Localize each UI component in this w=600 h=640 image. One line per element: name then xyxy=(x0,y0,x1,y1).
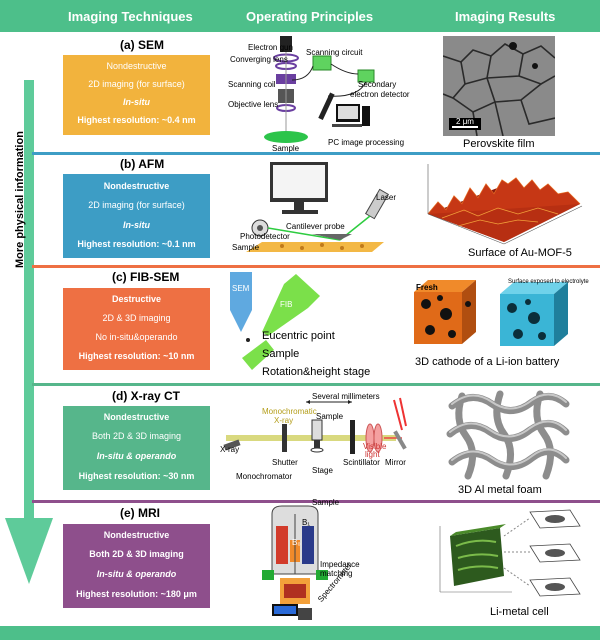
xct-label-scintillator: Scintillator xyxy=(343,458,380,467)
sem-label-scanning-circuit: Scanning circuit xyxy=(306,48,363,57)
fib-label-surface-exposed: Surface exposed to electrolyte xyxy=(508,279,589,285)
perovskite-micrograph: 2 μm xyxy=(443,36,555,136)
afm-line-3: In-situ xyxy=(123,220,150,230)
sem-label-sample: Sample xyxy=(272,144,300,153)
fib-label-fib: FIB xyxy=(280,300,293,309)
xct-label-shutter: Shutter xyxy=(272,458,298,467)
afm-label-sample: Sample xyxy=(232,243,260,252)
mri-line-2: Both 2D & 3D imaging xyxy=(89,549,184,559)
mri-info-box: Nondestructive Both 2D & 3D imaging In-s… xyxy=(63,524,210,608)
sem-schematic xyxy=(264,36,375,143)
section-title-xct: (d) X-ray CT xyxy=(112,389,181,403)
divider-mri xyxy=(32,500,600,503)
xct-label-xray-beam: X-ray xyxy=(274,416,294,425)
sem-label-electron-gun: Electron gun xyxy=(248,43,293,52)
fib-schematic xyxy=(230,272,320,370)
afm-line-1: Nondestructive xyxy=(103,181,170,191)
sem-label-electron-detector: electron detector xyxy=(350,90,410,99)
afm-caption: Surface of Au-MOF-5 xyxy=(468,247,572,259)
sem-label-converging-lens: Converging lens xyxy=(230,55,288,64)
afm-line-4: Highest resolution: ~0.1 nm xyxy=(77,239,196,249)
header-operating-principles: Operating Principles xyxy=(246,9,374,24)
xct-line-2: Both 2D & 3D imaging xyxy=(91,431,182,441)
fib-fresh-cube xyxy=(414,280,476,344)
footer-bar xyxy=(0,626,600,640)
mri-caption: Li-metal cell xyxy=(490,606,549,618)
divider-xct xyxy=(32,383,600,386)
xct-label-monochromatic: Monochromatic xyxy=(262,407,317,416)
sem-caption: Perovskite film xyxy=(463,138,535,150)
mri-line-3: In-situ & operando xyxy=(96,569,177,579)
sem-line-4: Highest resolution: ~0.4 nm xyxy=(77,115,196,125)
mri-label-b0: B₀ xyxy=(292,538,301,547)
fib-label-rotation-height-stage: Rotation&height stage xyxy=(262,366,371,378)
section-title-afm: (b) AFM xyxy=(120,157,165,171)
sem-label-objective-lens: Objective lens xyxy=(228,100,279,109)
xct-label-several-millimeters: Several millimeters xyxy=(312,392,380,401)
divider-afm xyxy=(32,152,600,155)
li-metal-cell-image xyxy=(439,509,581,597)
sem-scale-bar-label: 2 μm xyxy=(456,117,474,126)
sem-info-box: Nondestructive 2D imaging (for surface) … xyxy=(63,55,210,135)
fib-label-sem: SEM xyxy=(232,284,250,293)
sem-label-secondary: Secondary xyxy=(358,80,397,89)
section-title-fib: (c) FIB-SEM xyxy=(112,270,180,284)
afm-schematic xyxy=(246,162,390,252)
fib-caption: 3D cathode of a Li-ion battery xyxy=(415,356,560,368)
sem-label-pc-image-processing: PC image processing xyxy=(328,138,405,147)
side-label-more-physical-information: More physical information xyxy=(14,131,26,268)
al-foam-image xyxy=(446,390,570,480)
afm-label-photodetector: Photodetector xyxy=(240,232,290,241)
sem-label-scanning-coil: Scanning coil xyxy=(228,80,276,89)
fib-exposed-cube xyxy=(500,282,568,346)
fib-line-3: No in-situ&operando xyxy=(95,332,178,342)
xct-info-box: Nondestructive Both 2D & 3D imaging In-s… xyxy=(63,406,210,490)
fib-line-2: 2D & 3D imaging xyxy=(102,313,171,323)
afm-label-cantilever-probe: Cantilever probe xyxy=(286,222,345,231)
header-imaging-techniques: Imaging Techniques xyxy=(68,9,193,24)
xct-label-visible: Visible xyxy=(363,442,387,451)
xct-label-mirror: Mirror xyxy=(385,458,406,467)
afm-label-laser: Laser xyxy=(376,193,397,202)
mri-line-1: Nondestructive xyxy=(103,530,170,540)
fib-info-box: Destructive 2D & 3D imaging No in-situ&o… xyxy=(63,288,210,370)
afm-info-box: Nondestructive 2D imaging (for surface) … xyxy=(63,174,210,258)
divider-fib xyxy=(32,265,600,268)
header-bar: Imaging Techniques Operating Principles … xyxy=(0,0,600,32)
section-title-sem: (a) SEM xyxy=(120,38,165,52)
fib-line-4: Highest resolution: ~10 nm xyxy=(78,351,195,361)
sem-line-3: In-situ xyxy=(123,97,150,107)
fib-label-eucentric-point: Eucentric point xyxy=(262,330,335,342)
mri-label-impedance: Impedance xyxy=(320,560,360,569)
section-title-mri: (e) MRI xyxy=(120,506,160,520)
xct-label-monochromator: Monochromator xyxy=(236,472,293,481)
xct-line-4: Highest resolution: ~30 nm xyxy=(78,471,195,481)
xct-schematic xyxy=(223,397,407,454)
xct-label-light: light xyxy=(365,450,380,459)
xct-line-3: In-situ & operando xyxy=(96,451,177,461)
mri-label-sample: Sample xyxy=(312,498,340,507)
fib-label-fresh: Fresh xyxy=(416,283,438,292)
fib-label-sample: Sample xyxy=(262,348,300,360)
afm-surface-plot xyxy=(427,164,583,245)
xct-label-stage: Stage xyxy=(312,466,333,475)
down-arrow-icon xyxy=(5,80,53,584)
xct-caption: 3D Al metal foam xyxy=(458,484,542,496)
afm-line-2: 2D imaging (for surface) xyxy=(88,200,185,210)
sem-line-2: 2D imaging (for surface) xyxy=(88,79,185,89)
mri-label-matching: matching xyxy=(320,569,353,578)
fib-line-1: Destructive xyxy=(111,294,162,304)
sem-line-1: Nondestructive xyxy=(106,61,167,71)
mri-label-b1: B₁ xyxy=(302,518,311,527)
mri-schematic xyxy=(262,505,328,620)
mri-line-4: Highest resolution: ~180 μm xyxy=(76,589,197,599)
xct-line-1: Nondestructive xyxy=(103,412,170,422)
header-imaging-results: Imaging Results xyxy=(455,9,556,24)
xct-label-xray-source: X-ray xyxy=(220,445,240,454)
xct-label-sample: Sample xyxy=(316,412,344,421)
